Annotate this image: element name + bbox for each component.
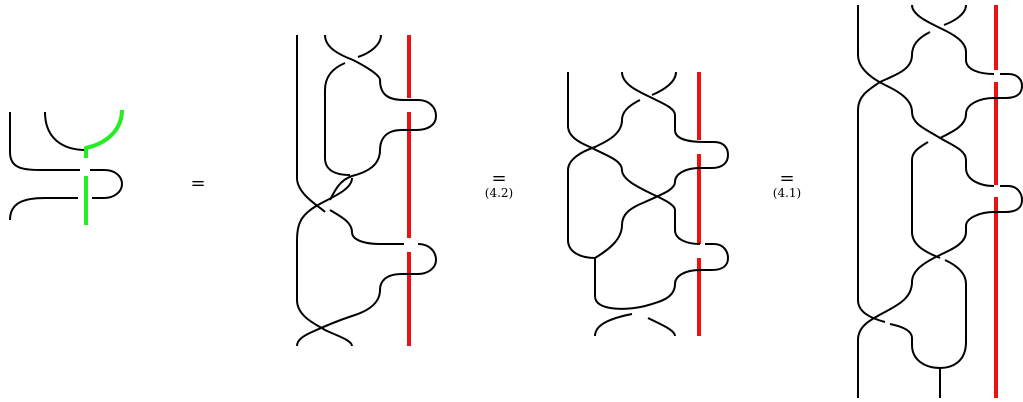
second-middle-strand [329, 209, 404, 245]
third-middle-crossing [594, 181, 676, 259]
second-diagram [296, 34, 437, 347]
equals-sign-2: = (4.2) [485, 168, 513, 200]
left-hook-strand [90, 169, 123, 199]
equation-reference-4-1: (4.1) [773, 186, 801, 200]
fourth-top-crossing-b [879, 4, 967, 83]
second-loop-1 [329, 79, 437, 201]
third-left-strand [567, 72, 701, 245]
left-cup-strand [9, 112, 80, 171]
second-crossing-1-a [324, 34, 381, 81]
left-lower-strand [9, 197, 78, 221]
second-loop-2 [296, 243, 437, 347]
second-long-strand-top [296, 35, 326, 213]
fourth-diagram [857, 4, 1023, 398]
fourth-cross-2 [857, 81, 886, 323]
fourth-top-crossing-a [911, 4, 995, 75]
fourth-loop-2 [857, 185, 1023, 398]
third-loop-2 [594, 243, 729, 310]
equals-sign-1: = [190, 173, 205, 194]
left-arc-strand [44, 111, 87, 151]
second-crossing-2 [296, 177, 353, 347]
fourth-loop-1 [939, 73, 1023, 139]
equation-reference-4-2: (4.2) [485, 186, 513, 200]
equals-symbol-3: = [779, 168, 794, 189]
third-crossing-b [567, 71, 677, 259]
equals-symbol-1: = [190, 173, 205, 194]
third-crossing-a [621, 71, 676, 116]
equals-sign-3: = (4.1) [773, 168, 801, 200]
left-special-strand-top [84, 109, 124, 158]
third-loop-1 [674, 115, 729, 183]
fourth-left-strand [857, 5, 995, 187]
third-diagram [567, 71, 729, 337]
second-crossing-1-b [324, 34, 382, 176]
equals-symbol-2: = [491, 168, 506, 189]
fourth-cross-3 [911, 141, 941, 259]
third-bottom-crossing [594, 313, 676, 337]
left-diagram [9, 109, 124, 225]
fourth-right-lower-strand [889, 259, 967, 369]
